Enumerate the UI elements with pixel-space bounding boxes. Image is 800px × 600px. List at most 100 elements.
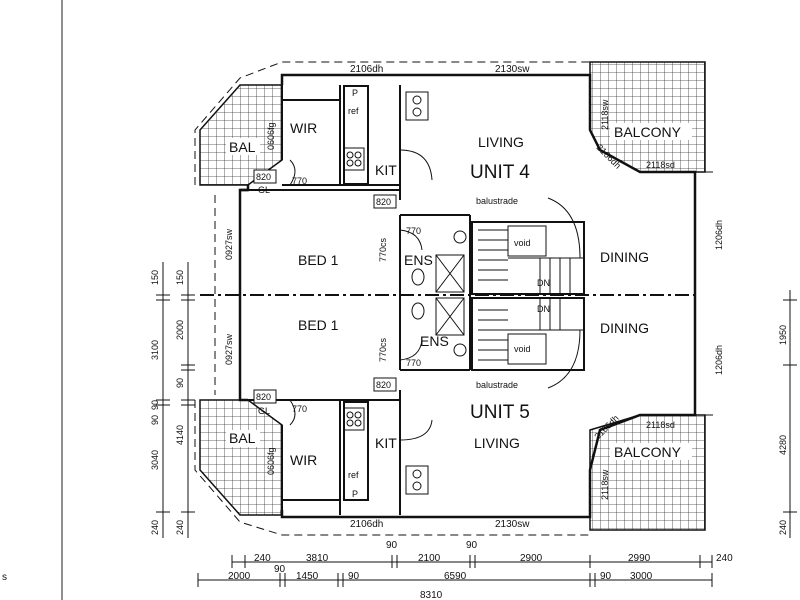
window-bot-dh: 2106dh: [350, 519, 383, 530]
dim-b2-6: 3000: [630, 571, 653, 582]
window-bal4-fg: 0606fg: [266, 122, 276, 150]
window-balc4-sd: 2118sd: [646, 160, 675, 170]
unit5-living-label: LIVING: [474, 435, 520, 451]
dim-l2-0: 150: [175, 270, 185, 285]
dim-l2-4: 4140: [175, 425, 185, 445]
dim-overall: 8310: [420, 590, 443, 600]
unit5-bed-label: BED 1: [298, 317, 339, 333]
door-tags: 820 770 820 770 770cs 770cs 770 820 820 …: [253, 169, 421, 414]
balcony4-label-bg: [610, 123, 692, 140]
outer-walls: [238, 73, 697, 519]
bal4-label-bg: [226, 138, 260, 155]
dim-l1-4: 240: [150, 520, 160, 535]
unit5-title: UNIT 5: [470, 402, 530, 423]
unit5-bal-label: BAL: [229, 430, 256, 446]
window-bot-sw: 2130sw: [495, 519, 530, 530]
unit4-bed-label: BED 1: [298, 252, 339, 268]
unit4-dn-label: DN: [537, 278, 550, 288]
dim-l1-0: 150: [150, 270, 160, 285]
unit4-void-label: void: [514, 238, 531, 248]
right-dimension-lines: [783, 290, 797, 538]
unit5-ref-label: ref: [348, 470, 359, 480]
dim-b1-3: 2100: [418, 553, 441, 564]
bal5-label-bg: [226, 430, 260, 447]
window-din4-dh: 1206dh: [714, 220, 724, 250]
door-tag-3: 820: [376, 197, 391, 207]
door-tag-9: 820: [256, 392, 271, 402]
left-dimension-outer: 150 3100 90 3040 240: [150, 270, 160, 535]
window-din5-dh: 1206dh: [714, 345, 724, 375]
unit4-ref-label: ref: [348, 106, 359, 116]
dim-r-0: 1950: [778, 325, 788, 345]
unit4-dining-label: DINING: [600, 249, 649, 265]
eave-lines: [194, 61, 715, 536]
dim-l1-2: 90: [150, 415, 160, 425]
dim-b1-7: 240: [716, 553, 733, 564]
dim-b1-6: 2990: [628, 553, 651, 564]
window-balc5-sw: 2118sw: [600, 469, 610, 500]
unit4-walls: [248, 85, 585, 295]
unit4-balcony-label: BALCONY: [614, 124, 682, 140]
unit5-p-label: P: [352, 489, 358, 499]
unit4-stairs: [435, 197, 584, 294]
dim-r-2: 240: [778, 520, 788, 535]
dim-b1-2: 90: [386, 540, 398, 551]
dim-l1-3: 3040: [150, 450, 160, 470]
unit4-bal-label: BAL: [229, 139, 256, 155]
window-top-dh: 2106dh: [350, 64, 383, 75]
dim-b1-5: 2900: [520, 553, 543, 564]
unit4-living-label: LIVING: [478, 134, 524, 150]
unit5-stairs: [435, 297, 584, 389]
dim-l2-2: 90: [175, 378, 185, 388]
window-bal5-fg: 0606fg: [266, 447, 276, 475]
window-balc4-sw: 2118sw: [600, 99, 610, 130]
unit4-p-label: P: [352, 88, 358, 98]
dim-r-1: 4280: [778, 435, 788, 455]
dim-l2-1: 2000: [175, 320, 185, 340]
door-tag-1: 820: [256, 172, 271, 182]
bottom-dimension-lines: [197, 555, 713, 587]
window-balc5-sd: 2118sd: [646, 420, 675, 430]
dim-b2-4: 6590: [444, 571, 467, 582]
unit5-dn-label: DN: [537, 304, 550, 314]
left-dimension-inner: 150 2000 90 90 4140 240: [150, 270, 185, 535]
unit5-labels: UNIT 5 LIVING DINING KIT WIR BAL BALCONY…: [229, 304, 682, 499]
dim-b1-0: 240: [254, 553, 271, 564]
margin-mark: s: [2, 572, 7, 583]
door-tag-2: 770: [292, 176, 307, 186]
dim-b1-1: 3810: [306, 553, 329, 564]
bottom-dimension-row2: 2000 90 1450 90 6590 90 3000 8310: [228, 564, 653, 600]
unit5-ens-label: ENS: [420, 333, 449, 349]
unit5-gl-label: GL: [258, 406, 270, 416]
unit4-labels: LIVING UNIT 4 DINING KIT WIR BAL BALCONY…: [229, 88, 682, 288]
left-dimension-lines: [156, 262, 195, 538]
dim-b1-4: 90: [466, 540, 478, 551]
door-tag-4: 770: [406, 226, 421, 236]
unit5-void-label: void: [514, 344, 531, 354]
unit4-wir-label: WIR: [290, 120, 317, 136]
unit5-kit-label: KIT: [375, 435, 397, 451]
unit4-ens-label: ENS: [404, 252, 433, 268]
fixtures: [289, 91, 433, 495]
unit4-title: UNIT 4: [470, 162, 530, 183]
window-top-sw: 2130sw: [495, 64, 530, 75]
unit5-wir-label: WIR: [290, 452, 317, 468]
dim-l2-3: 90: [150, 400, 160, 410]
dim-l2-5: 240: [175, 520, 185, 535]
unit5-balustrade-label: balustrade: [476, 380, 518, 390]
dim-b2-0: 2000: [228, 571, 251, 582]
door-tag-8: 820: [376, 380, 391, 390]
dim-b2-2: 1450: [296, 571, 319, 582]
door-tag-10: 770: [292, 404, 307, 414]
window-bed5-sw: 0927sw: [224, 333, 234, 365]
balcony5-label-bg: [610, 443, 692, 460]
unit5-balcony-label: BALCONY: [614, 444, 682, 460]
dim-l1-1: 3100: [150, 340, 160, 360]
door-tag-6: 770cs: [378, 337, 388, 362]
window-bed4-sw: 0927sw: [224, 228, 234, 260]
dim-b2-5: 90: [600, 571, 612, 582]
door-tag-7: 770: [406, 358, 421, 368]
unit4-gl-label: GL: [258, 185, 270, 195]
unit5-dining-label: DINING: [600, 320, 649, 336]
